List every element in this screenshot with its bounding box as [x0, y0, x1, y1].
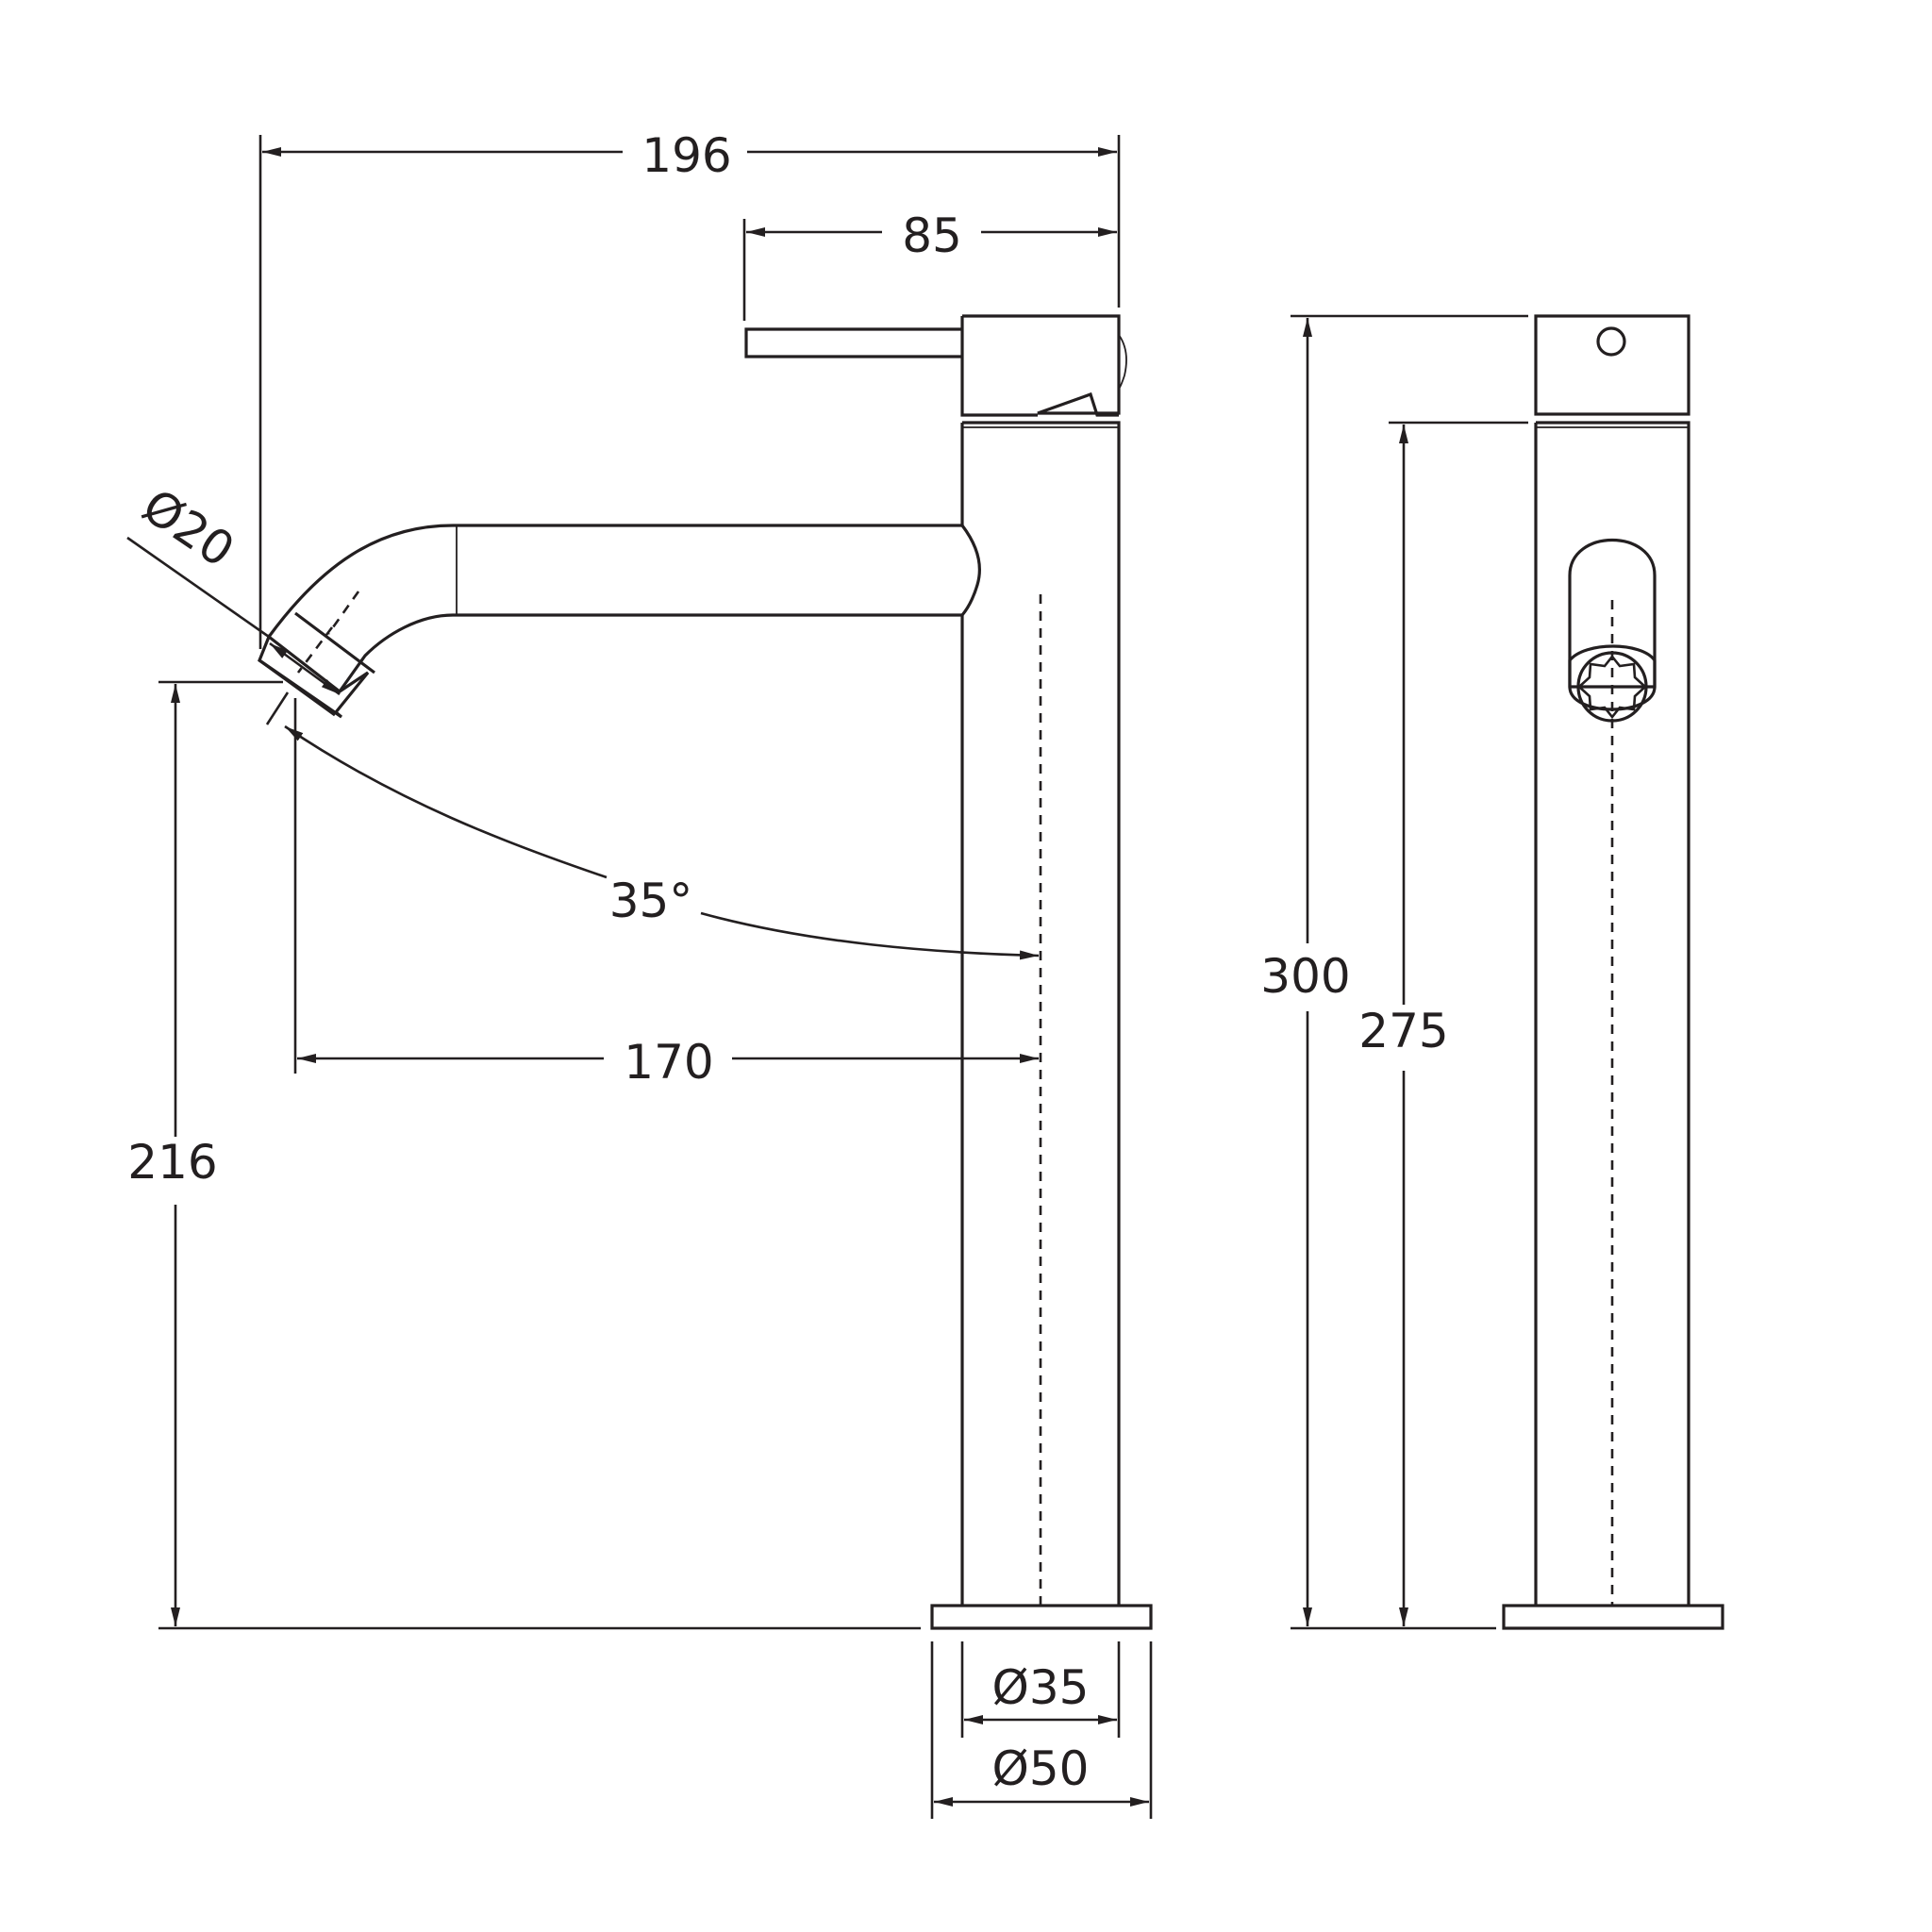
front-body-column	[1534, 421, 1690, 1606]
base-plate	[930, 1604, 1153, 1630]
dimension-angle-35: 35°	[265, 691, 1040, 960]
dimension-85: 85	[742, 208, 1117, 321]
body-column	[960, 421, 1121, 1606]
handle-knob-edge	[1118, 334, 1127, 390]
front-handle-cap	[1534, 314, 1690, 416]
handle-cap	[960, 314, 1121, 417]
side-view	[258, 314, 1153, 1630]
front-aerator-housing	[1568, 644, 1657, 711]
dim-base-diameter: Ø50	[992, 1741, 1090, 1796]
spout-tube-lower	[338, 613, 962, 692]
dimension-diameter-35: Ø35	[960, 1641, 1121, 1738]
dim-overall-height: 300	[1260, 949, 1350, 1004]
dimension-300: 300	[1260, 314, 1528, 1630]
spout-tube	[267, 524, 962, 638]
dimension-170: 170	[293, 698, 1039, 1090]
dimension-diameter-20: Ø20	[126, 478, 341, 696]
front-indicator-dot	[1596, 326, 1626, 357]
dimension-275: 275	[1358, 421, 1528, 1626]
front-base-plate	[1502, 1604, 1724, 1630]
front-spout-outline	[1568, 538, 1657, 689]
dim-body-diameter: Ø35	[992, 1660, 1090, 1715]
dim-spout-angle: 35°	[609, 874, 693, 928]
dim-overall-length: 196	[641, 128, 731, 183]
dimension-216: 216	[127, 680, 921, 1630]
outlet-hidden-line-a	[296, 626, 334, 674]
dim-handle-length: 85	[902, 208, 962, 263]
dimension-diameter-50: Ø50	[930, 1641, 1153, 1819]
handle-lever	[744, 327, 962, 358]
outlet-hidden-line-b	[326, 591, 360, 635]
spout-joint	[960, 525, 981, 617]
dim-spout-height: 216	[127, 1135, 217, 1190]
dim-body-height: 275	[1358, 1004, 1448, 1058]
dim-outlet-diameter: Ø20	[133, 478, 244, 578]
dim-spout-reach: 170	[624, 1035, 713, 1090]
dimension-196: 196	[258, 128, 1121, 649]
front-view	[1502, 314, 1724, 1630]
